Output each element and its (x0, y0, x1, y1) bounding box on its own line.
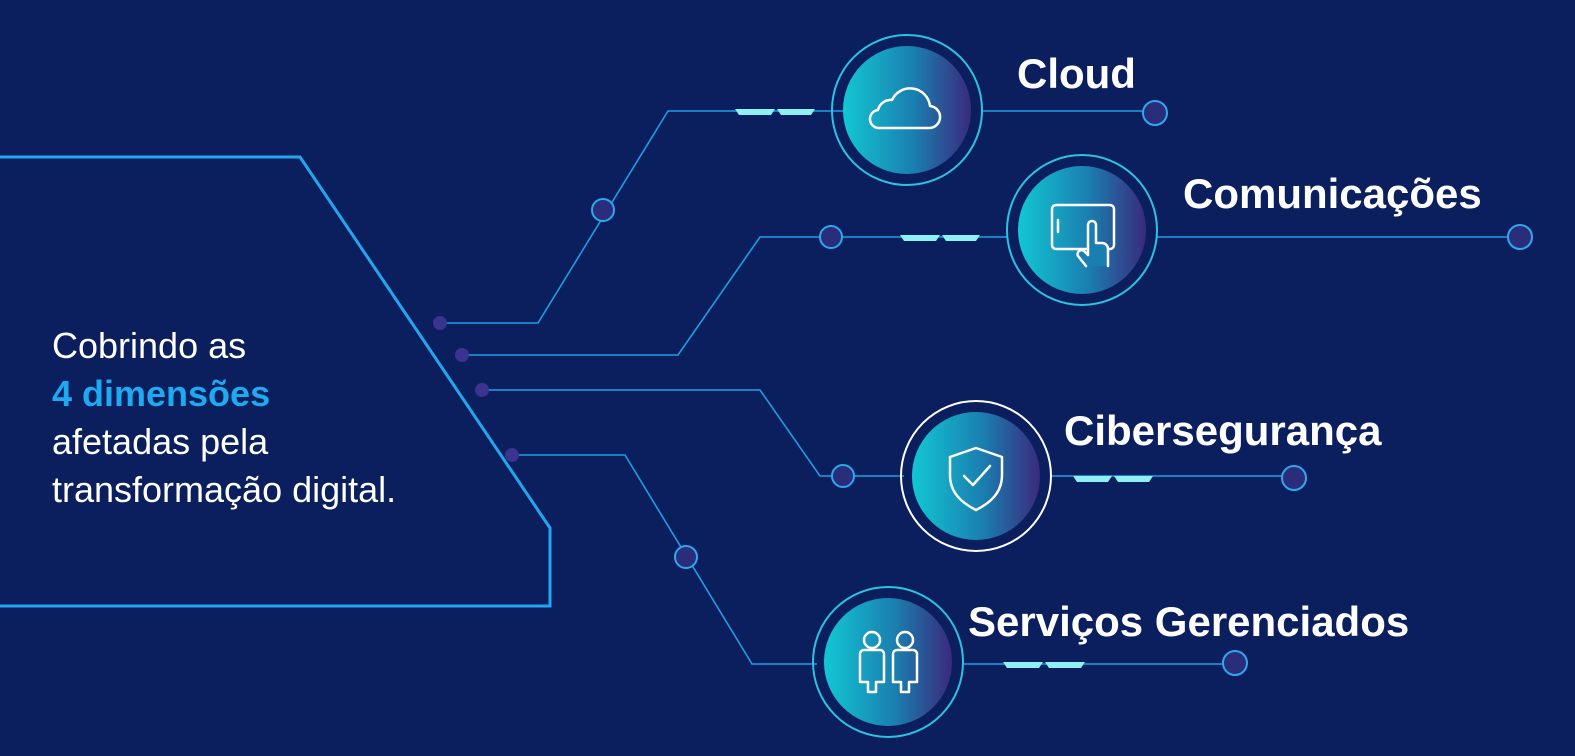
ring-nodes (591, 100, 1533, 676)
shield-check-icon (948, 446, 1004, 512)
origin-dots (433, 316, 519, 462)
cloud-disc (843, 46, 971, 174)
dash-mark (900, 235, 940, 241)
connector-lines (440, 110, 1520, 665)
intro-line-1: Cobrindo as (52, 325, 247, 366)
junction-node (819, 225, 843, 249)
connector-cloud (440, 110, 845, 324)
people-icon (858, 630, 919, 694)
cloud-icon (868, 87, 942, 130)
check-mark (962, 464, 992, 487)
dash-mark (1045, 662, 1085, 668)
dash-mark (942, 235, 980, 241)
connector-cyber (482, 389, 904, 477)
label-cloud: Cloud (1017, 50, 1136, 97)
junction-node (591, 198, 615, 222)
intro-highlight: 4 dimensões (52, 373, 271, 414)
end-node (1281, 465, 1307, 491)
comm-node (1006, 154, 1158, 306)
dash-highlights (735, 109, 1153, 668)
services-disc (824, 598, 952, 726)
label-ciberseguranca: Cibersegurança (1064, 407, 1382, 454)
comm-outer-ring (1006, 154, 1158, 306)
end-node (1142, 100, 1168, 126)
services-outer-ring (812, 586, 964, 738)
intro-line-3: afetadas pela (52, 421, 269, 462)
origin-dot (475, 383, 489, 397)
services-node (812, 586, 964, 738)
cyber-outer-ring (900, 400, 1052, 552)
origin-dot (455, 348, 469, 362)
origin-dot (433, 316, 447, 330)
comm-disc (1018, 166, 1146, 294)
label-servicos-gerenciados: Serviços Gerenciados (968, 598, 1410, 645)
intro-line-4: transformação digital. (52, 469, 397, 510)
tablet-touch-icon (1050, 203, 1116, 268)
dash-mark (1073, 476, 1112, 482)
origin-dot (505, 448, 519, 462)
junction-node (674, 545, 698, 569)
connector-comm (462, 236, 1008, 356)
cyber-disc (912, 412, 1040, 540)
end-node (1222, 650, 1248, 676)
label-comunicacoes: Comunicações (1183, 170, 1482, 217)
left-panel-outline (0, 155, 552, 608)
connector-services (512, 454, 817, 665)
dash-mark (777, 109, 815, 115)
dash-mark (735, 109, 775, 115)
dash-mark (1003, 662, 1043, 668)
dash-mark (1114, 476, 1153, 482)
cyber-node (900, 400, 1052, 552)
end-node (1507, 224, 1533, 250)
intro-text: Cobrindo as 4 dimensões afetadas pela tr… (52, 322, 472, 514)
cloud-node (831, 34, 983, 186)
cloud-outer-ring (831, 34, 983, 186)
junction-node (831, 464, 855, 488)
